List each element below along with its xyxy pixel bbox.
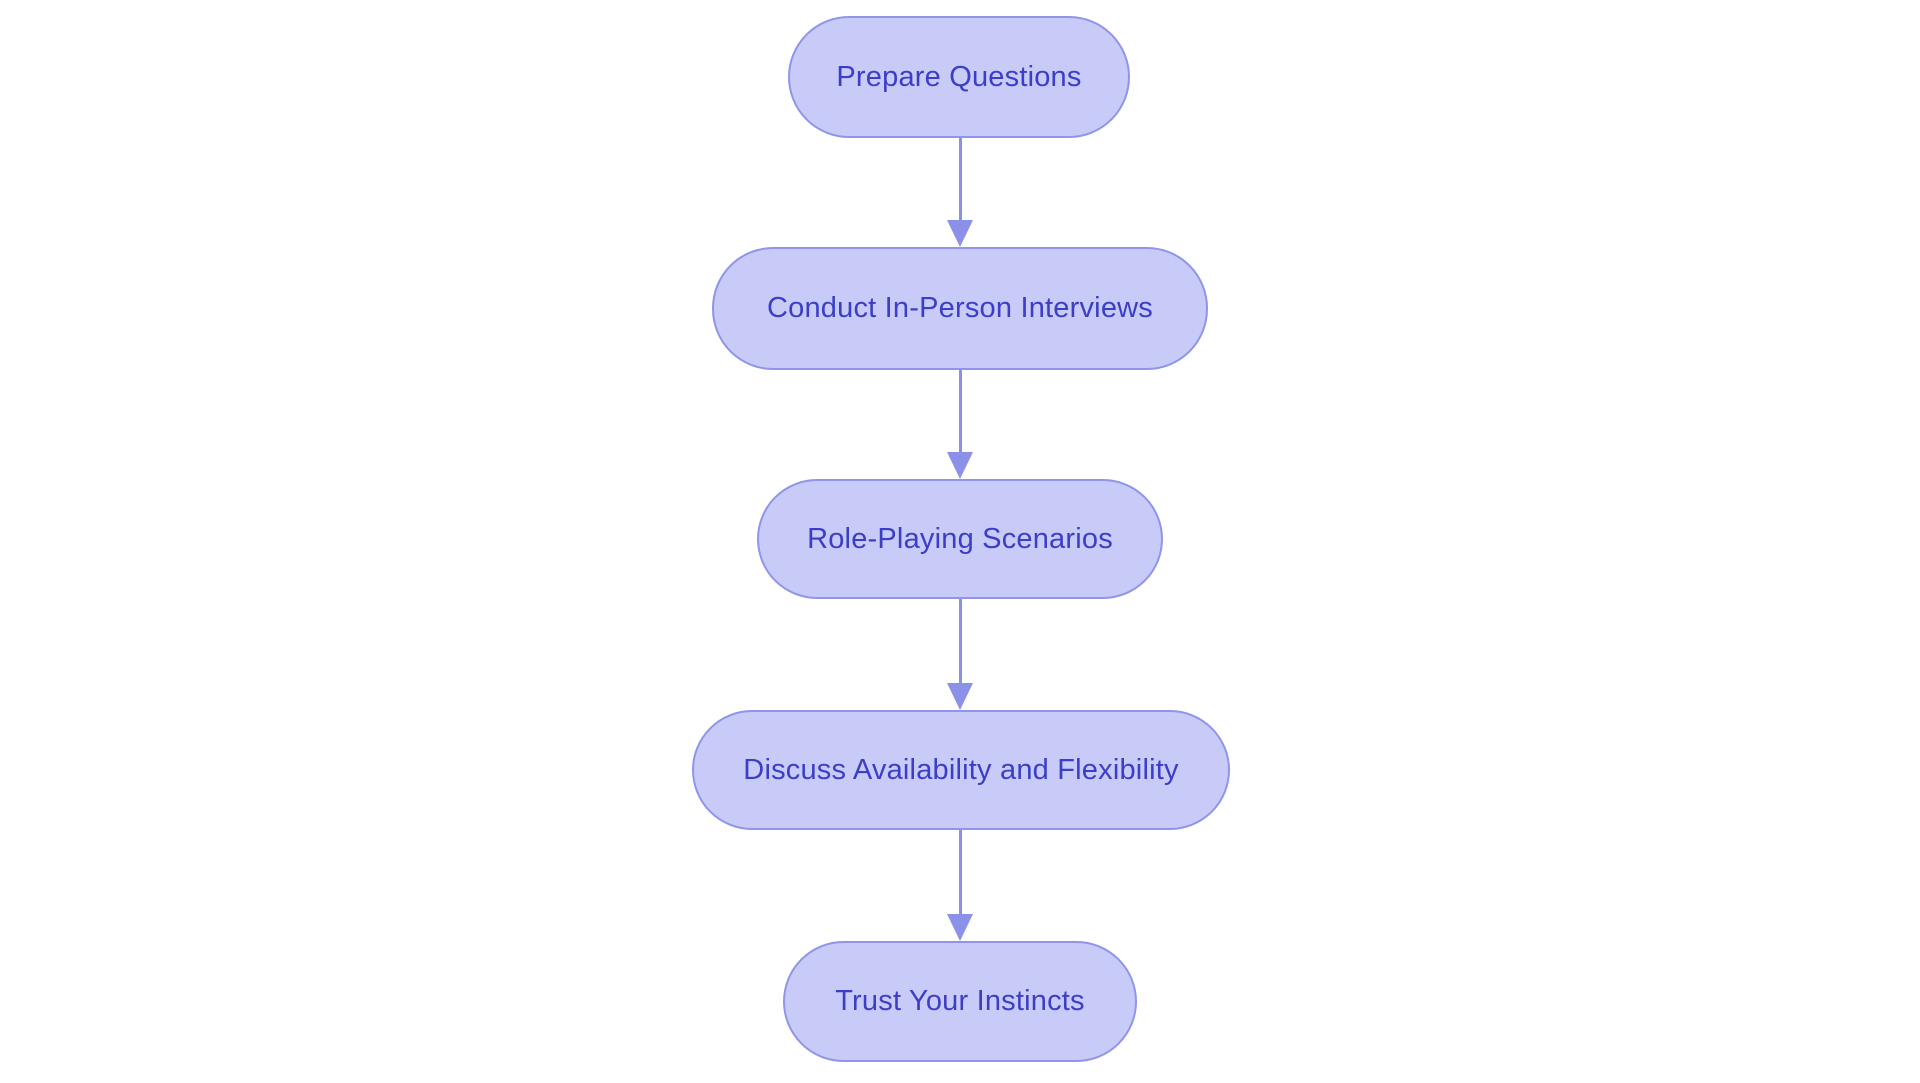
flow-node-label: Discuss Availability and Flexibility (743, 753, 1179, 786)
flow-node-label: Conduct In-Person Interviews (767, 292, 1153, 324)
connector-line (958, 138, 962, 220)
flow-node-label: Trust Your Instincts (835, 985, 1085, 1017)
flow-connector-4 (946, 830, 974, 941)
flow-connector-3 (946, 599, 974, 710)
flow-node-discuss-availability-and-flexibility: Discuss Availability and Flexibility (692, 710, 1230, 830)
flow-connector-1 (946, 138, 974, 247)
connector-line (958, 830, 962, 914)
flow-node-conduct-in-person-interviews: Conduct In-Person Interviews (712, 247, 1208, 370)
connector-line (958, 599, 962, 683)
arrowhead-down-icon (947, 914, 973, 941)
flow-node-role-playing-scenarios: Role-Playing Scenarios (757, 479, 1163, 599)
flow-node-trust-your-instincts: Trust Your Instincts (783, 941, 1137, 1062)
arrowhead-down-icon (947, 452, 973, 479)
arrowhead-down-icon (947, 220, 973, 247)
flow-node-label: Prepare Questions (836, 60, 1082, 93)
flow-connector-2 (946, 370, 974, 479)
arrowhead-down-icon (947, 683, 973, 710)
connector-line (958, 370, 962, 452)
flow-node-prepare-questions: Prepare Questions (788, 16, 1130, 138)
flow-node-label: Role-Playing Scenarios (807, 522, 1113, 555)
